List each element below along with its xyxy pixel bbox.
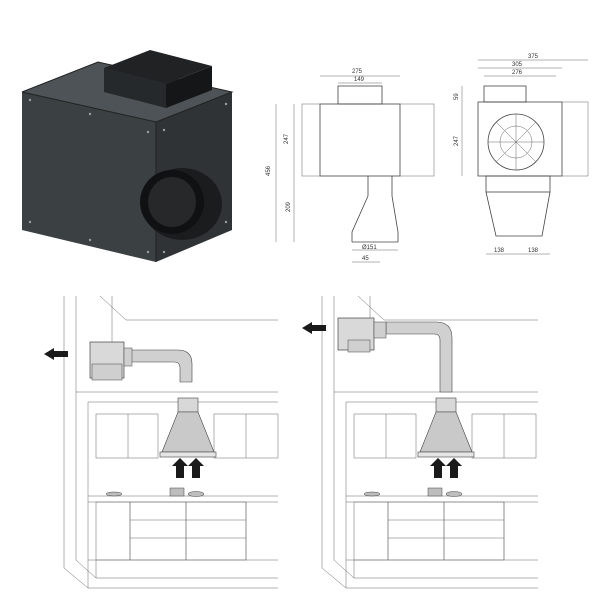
dim-side-mid-width: 305: [512, 62, 523, 68]
dim-front-offset: 45: [362, 256, 369, 262]
dim-side-top-height: 59: [454, 93, 460, 100]
dim-front-body-height: 247: [284, 133, 290, 144]
dim-front-total-width: 275: [352, 69, 363, 75]
dim-side-total-width: 375: [528, 54, 539, 60]
dim-side-right-flange: 138: [528, 248, 539, 254]
dim-front-total-height: 456: [266, 165, 272, 176]
arrow-left-icon: [44, 348, 68, 360]
arrow-up-icon: [172, 458, 204, 478]
dim-side-left-flange: 138: [494, 248, 505, 254]
dim-side-body-height: 247: [454, 135, 460, 146]
dim-side-inner-width: 276: [512, 70, 523, 76]
dim-front-duct-height: 209: [286, 201, 292, 212]
dim-front-top-width: 149: [354, 77, 365, 83]
arrow-up-icon: [430, 458, 462, 478]
arrow-left-icon: [302, 322, 326, 334]
dim-front-duct-diameter: Ø151: [362, 245, 377, 251]
